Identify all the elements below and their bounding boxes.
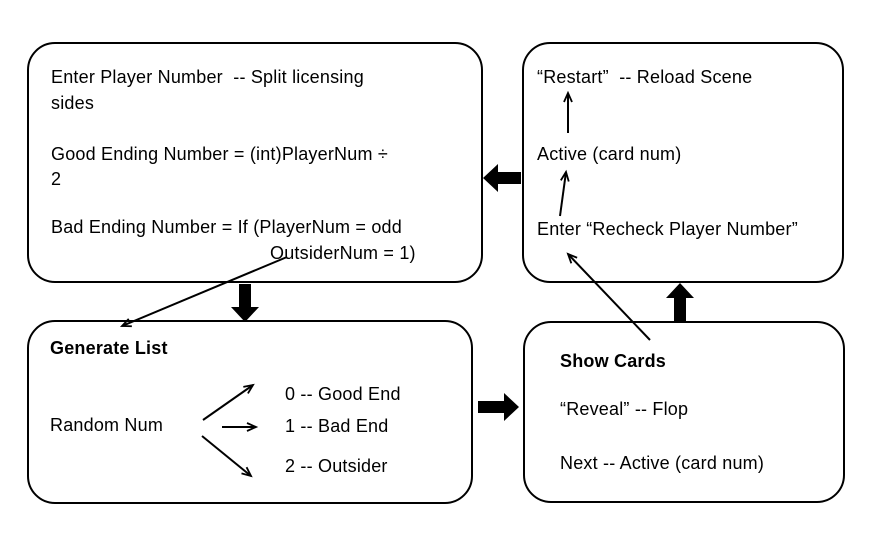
arrow-restart-to-enterplayer (483, 164, 521, 192)
box-title: Generate List (50, 338, 168, 358)
outcome-label: 0 -- Good End (285, 384, 401, 404)
text-line: Good Ending Number = (int)PlayerNum ÷ (51, 144, 388, 164)
text-line: Next -- Active (card num) (560, 453, 765, 473)
text-line: Active (card num) (537, 144, 682, 164)
box-title: Show Cards (560, 351, 667, 371)
text-line: “Reveal” -- Flop (560, 399, 689, 419)
text-line: “Restart” -- Reload Scene (537, 67, 753, 87)
box-restart-reload: “Restart” -- Reload Scene Active (card n… (522, 42, 844, 283)
outcome-label: 1 -- Bad End (285, 416, 389, 436)
arrow-showcards-to-restart (666, 283, 694, 321)
outcome-label: 2 -- Outsider (285, 456, 388, 476)
box-show-cards: Show Cards “Reveal” -- Flop Next -- Acti… (523, 321, 845, 503)
text-line: Enter Player Number -- Split licensing (51, 67, 364, 87)
arrow-enterplayer-to-generatelist (231, 284, 259, 322)
text-line: 2 (51, 169, 62, 189)
text-line: OutsiderNum = 1) (270, 243, 416, 263)
text-line: sides (51, 93, 95, 113)
arrow-generatelist-to-showcards (478, 393, 519, 421)
text-line: Enter “Recheck Player Number” (537, 219, 798, 239)
box-enter-player-number: Enter Player Number -- Split licensing s… (27, 42, 483, 283)
text-line: Random Num (50, 415, 164, 435)
text-line: Bad Ending Number = If (PlayerNum = odd (51, 217, 402, 237)
box-generate-list: Generate List Random Num 0 -- Good End 1… (27, 320, 473, 504)
